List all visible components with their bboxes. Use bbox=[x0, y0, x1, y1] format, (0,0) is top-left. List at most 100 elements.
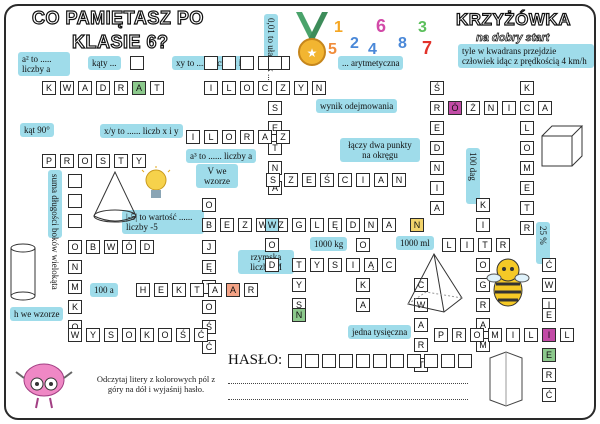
crossword-cell[interactable]: R bbox=[496, 238, 510, 252]
haslo-cell[interactable] bbox=[424, 354, 438, 368]
crossword-cell[interactable]: O bbox=[68, 240, 82, 254]
crossword-cell[interactable]: M bbox=[520, 161, 534, 175]
crossword-cell[interactable]: A bbox=[208, 283, 222, 297]
crossword-cell[interactable]: S bbox=[266, 173, 280, 187]
crossword-cell[interactable]: P bbox=[42, 154, 56, 168]
crossword-cell[interactable]: N bbox=[68, 260, 82, 274]
crossword-cell[interactable]: M bbox=[68, 280, 82, 294]
crossword-cell[interactable]: K bbox=[476, 198, 490, 212]
crossword-cell[interactable]: L bbox=[524, 328, 538, 342]
haslo-cell[interactable] bbox=[305, 354, 319, 368]
crossword-cell[interactable] bbox=[68, 214, 82, 228]
crossword-cell[interactable]: Ó bbox=[122, 240, 136, 254]
crossword-cell[interactable]: L bbox=[520, 121, 534, 135]
crossword-cell[interactable]: L bbox=[442, 238, 456, 252]
crossword-cell[interactable]: E bbox=[520, 181, 534, 195]
crossword-cell[interactable]: E bbox=[542, 348, 556, 362]
crossword-cell[interactable]: O bbox=[240, 81, 254, 95]
crossword-cell[interactable]: S bbox=[104, 328, 118, 342]
haslo-cell[interactable] bbox=[339, 354, 353, 368]
crossword-cell[interactable]: D bbox=[96, 81, 110, 95]
crossword-cell[interactable]: K bbox=[42, 81, 56, 95]
crossword-cell[interactable]: I bbox=[346, 258, 360, 272]
crossword-cell[interactable]: O bbox=[202, 300, 216, 314]
crossword-cell[interactable]: Ę bbox=[328, 218, 342, 232]
crossword-cell[interactable]: Z bbox=[276, 81, 290, 95]
crossword-cell[interactable]: Z bbox=[276, 130, 290, 144]
crossword-cell[interactable]: T bbox=[268, 141, 282, 155]
crossword-cell[interactable]: T bbox=[478, 238, 492, 252]
crossword-cell[interactable]: S bbox=[268, 101, 282, 115]
crossword-cell[interactable]: D bbox=[140, 240, 154, 254]
crossword-cell[interactable]: R bbox=[520, 221, 534, 235]
crossword-cell[interactable]: R bbox=[430, 101, 444, 115]
crossword-cell[interactable]: I bbox=[356, 173, 370, 187]
crossword-cell[interactable]: W bbox=[60, 81, 74, 95]
crossword-cell[interactable]: M bbox=[488, 328, 502, 342]
crossword-cell[interactable] bbox=[204, 56, 218, 70]
crossword-cell[interactable]: J bbox=[202, 240, 216, 254]
crossword-cell[interactable]: G bbox=[476, 278, 490, 292]
crossword-cell[interactable]: K bbox=[356, 278, 370, 292]
crossword-cell[interactable] bbox=[222, 56, 236, 70]
crossword-cell[interactable]: Y bbox=[310, 258, 324, 272]
crossword-cell[interactable]: K bbox=[68, 300, 82, 314]
crossword-cell[interactable]: I bbox=[502, 101, 516, 115]
crossword-cell[interactable]: I bbox=[476, 218, 490, 232]
crossword-cell[interactable]: A bbox=[356, 298, 370, 312]
haslo-cell[interactable] bbox=[322, 354, 336, 368]
crossword-cell[interactable]: G bbox=[292, 218, 306, 232]
haslo-cell[interactable] bbox=[441, 354, 455, 368]
crossword-cell[interactable]: A bbox=[538, 101, 552, 115]
crossword-cell[interactable]: A bbox=[78, 81, 92, 95]
crossword-cell[interactable]: L bbox=[222, 81, 236, 95]
crossword-cell[interactable]: Ć bbox=[542, 258, 556, 272]
crossword-cell[interactable]: O bbox=[356, 238, 370, 252]
crossword-cell[interactable]: Y bbox=[292, 278, 306, 292]
crossword-cell[interactable]: T bbox=[292, 258, 306, 272]
crossword-cell[interactable]: R bbox=[414, 338, 428, 352]
crossword-cell[interactable]: T bbox=[190, 283, 204, 297]
crossword-cell[interactable]: A bbox=[258, 130, 272, 144]
crossword-cell[interactable]: O bbox=[470, 328, 484, 342]
crossword-cell[interactable]: L bbox=[310, 218, 324, 232]
crossword-cell[interactable]: Y bbox=[294, 81, 308, 95]
haslo-cell[interactable] bbox=[288, 354, 302, 368]
crossword-cell[interactable]: P bbox=[434, 328, 448, 342]
crossword-cell[interactable]: B bbox=[202, 218, 216, 232]
crossword-cell[interactable]: T bbox=[114, 154, 128, 168]
crossword-cell[interactable]: D bbox=[265, 258, 279, 272]
crossword-cell[interactable] bbox=[240, 56, 254, 70]
crossword-cell[interactable]: Ć bbox=[542, 388, 556, 402]
crossword-cell[interactable]: N bbox=[312, 81, 326, 95]
crossword-cell[interactable]: K bbox=[520, 81, 534, 95]
crossword-cell[interactable]: R bbox=[60, 154, 74, 168]
crossword-cell[interactable]: W bbox=[104, 240, 118, 254]
crossword-cell[interactable]: R bbox=[244, 283, 258, 297]
haslo-cell[interactable] bbox=[458, 354, 472, 368]
crossword-cell[interactable]: Ś bbox=[176, 328, 190, 342]
crossword-cell[interactable]: L bbox=[560, 328, 574, 342]
crossword-cell[interactable]: I bbox=[542, 328, 556, 342]
crossword-cell[interactable]: E bbox=[154, 283, 168, 297]
crossword-cell[interactable]: Ę bbox=[202, 260, 216, 274]
crossword-cell[interactable]: O bbox=[158, 328, 172, 342]
crossword-cell[interactable]: I bbox=[204, 81, 218, 95]
crossword-cell[interactable]: S bbox=[328, 258, 342, 272]
crossword-cell[interactable]: Ó bbox=[448, 101, 462, 115]
crossword-cell[interactable]: T bbox=[150, 81, 164, 95]
crossword-cell[interactable]: A bbox=[374, 173, 388, 187]
crossword-cell[interactable]: A bbox=[414, 318, 428, 332]
crossword-cell[interactable]: C bbox=[258, 81, 272, 95]
crossword-cell[interactable]: Ć bbox=[202, 340, 216, 354]
crossword-cell[interactable]: O bbox=[78, 154, 92, 168]
crossword-cell[interactable]: O bbox=[122, 328, 136, 342]
crossword-cell[interactable]: E bbox=[220, 218, 234, 232]
crossword-cell[interactable]: O bbox=[202, 198, 216, 212]
crossword-cell[interactable]: E bbox=[430, 121, 444, 135]
crossword-cell[interactable]: Y bbox=[86, 328, 100, 342]
crossword-cell[interactable]: D bbox=[346, 218, 360, 232]
crossword-cell[interactable]: C bbox=[382, 258, 396, 272]
crossword-cell[interactable]: K bbox=[172, 283, 186, 297]
crossword-cell[interactable]: R bbox=[452, 328, 466, 342]
